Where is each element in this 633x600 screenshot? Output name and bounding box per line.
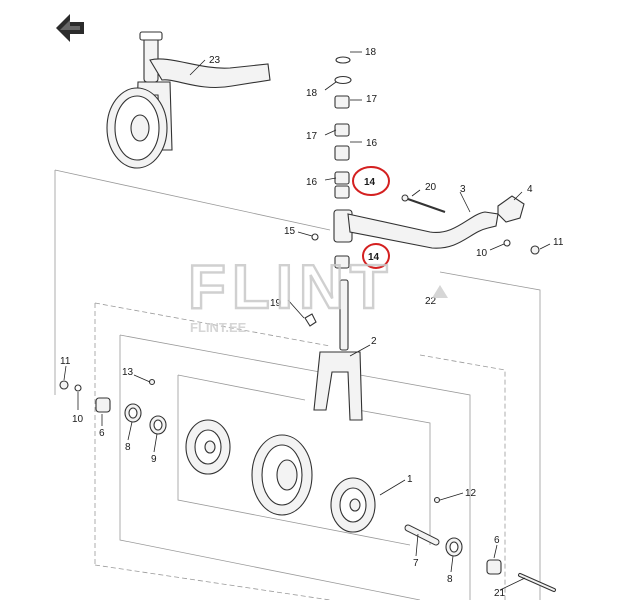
callout-23: 23 xyxy=(209,55,221,66)
fork-2 xyxy=(304,279,363,421)
watermark-brand: FLINT xyxy=(188,253,394,322)
clip-19 xyxy=(304,313,317,327)
callout-17: 17 xyxy=(306,131,318,142)
callout-3: 3 xyxy=(460,184,466,195)
spacer-9 xyxy=(149,415,167,435)
bolt-21 xyxy=(518,573,556,592)
callout-6: 6 xyxy=(494,535,500,546)
callout-13: 13 xyxy=(122,367,134,378)
callout-22: 22 xyxy=(425,296,437,307)
callout-8: 8 xyxy=(125,442,131,453)
watermark-triangle-icon xyxy=(432,285,448,298)
watermark: FLINT FLINT.EE xyxy=(187,252,448,335)
callout-18: 18 xyxy=(365,47,377,58)
callout-17: 17 xyxy=(366,94,378,105)
callout-11: 11 xyxy=(553,237,564,248)
grease-nipple-13 xyxy=(148,378,156,386)
callout-4: 4 xyxy=(527,184,533,195)
callout-1: 1 xyxy=(407,474,413,485)
callout-18: 18 xyxy=(306,88,318,99)
bearing-8-left xyxy=(124,403,142,423)
callout-16: 16 xyxy=(306,177,318,188)
callout-19: 19 xyxy=(270,298,282,309)
callout-11: 11 xyxy=(60,356,71,367)
washer-10-top xyxy=(503,239,511,247)
wheel-1 xyxy=(185,419,376,533)
nut-11-left xyxy=(59,380,69,390)
washer-10-left xyxy=(74,384,82,392)
callout-14: 14 xyxy=(364,177,376,188)
highlight-circle-lower xyxy=(362,243,390,269)
frame-lines xyxy=(54,169,541,600)
callout-20: 20 xyxy=(425,182,437,193)
highlight-circle-upper xyxy=(352,166,390,196)
callout-6: 6 xyxy=(99,428,105,439)
callout-9: 9 xyxy=(151,454,157,465)
callout-14: 14 xyxy=(368,252,380,263)
callout-21: 21 xyxy=(494,588,506,599)
arm-3 xyxy=(333,209,499,249)
bushing-stack xyxy=(334,56,352,269)
bushing-6-left xyxy=(95,397,111,413)
callout-12: 12 xyxy=(465,488,477,499)
callout-10: 10 xyxy=(72,414,84,425)
watermark-site: FLINT.EE xyxy=(190,320,247,335)
callout-15: 15 xyxy=(284,226,296,237)
back-arrow-icon[interactable] xyxy=(56,14,84,42)
block-4 xyxy=(497,195,525,223)
leader-lines xyxy=(63,51,551,591)
bearing-8-right xyxy=(445,537,463,557)
axle-7 xyxy=(404,524,440,546)
highlight-markers xyxy=(352,166,390,269)
callout-2: 2 xyxy=(371,336,377,347)
pin-15 xyxy=(311,233,319,241)
callout-10: 10 xyxy=(476,248,488,259)
callout-labels: 23 18 18 17 17 16 16 14 14 20 3 4 15 10 … xyxy=(60,47,564,599)
callout-8: 8 xyxy=(447,574,453,585)
screw-12 xyxy=(433,496,441,504)
caster-assembly-23 xyxy=(106,31,271,169)
callout-16: 16 xyxy=(366,138,378,149)
bolt-20 xyxy=(401,194,446,213)
callout-7: 7 xyxy=(413,558,419,569)
nut-11-top xyxy=(530,245,540,255)
bushing-6-right xyxy=(486,559,502,575)
